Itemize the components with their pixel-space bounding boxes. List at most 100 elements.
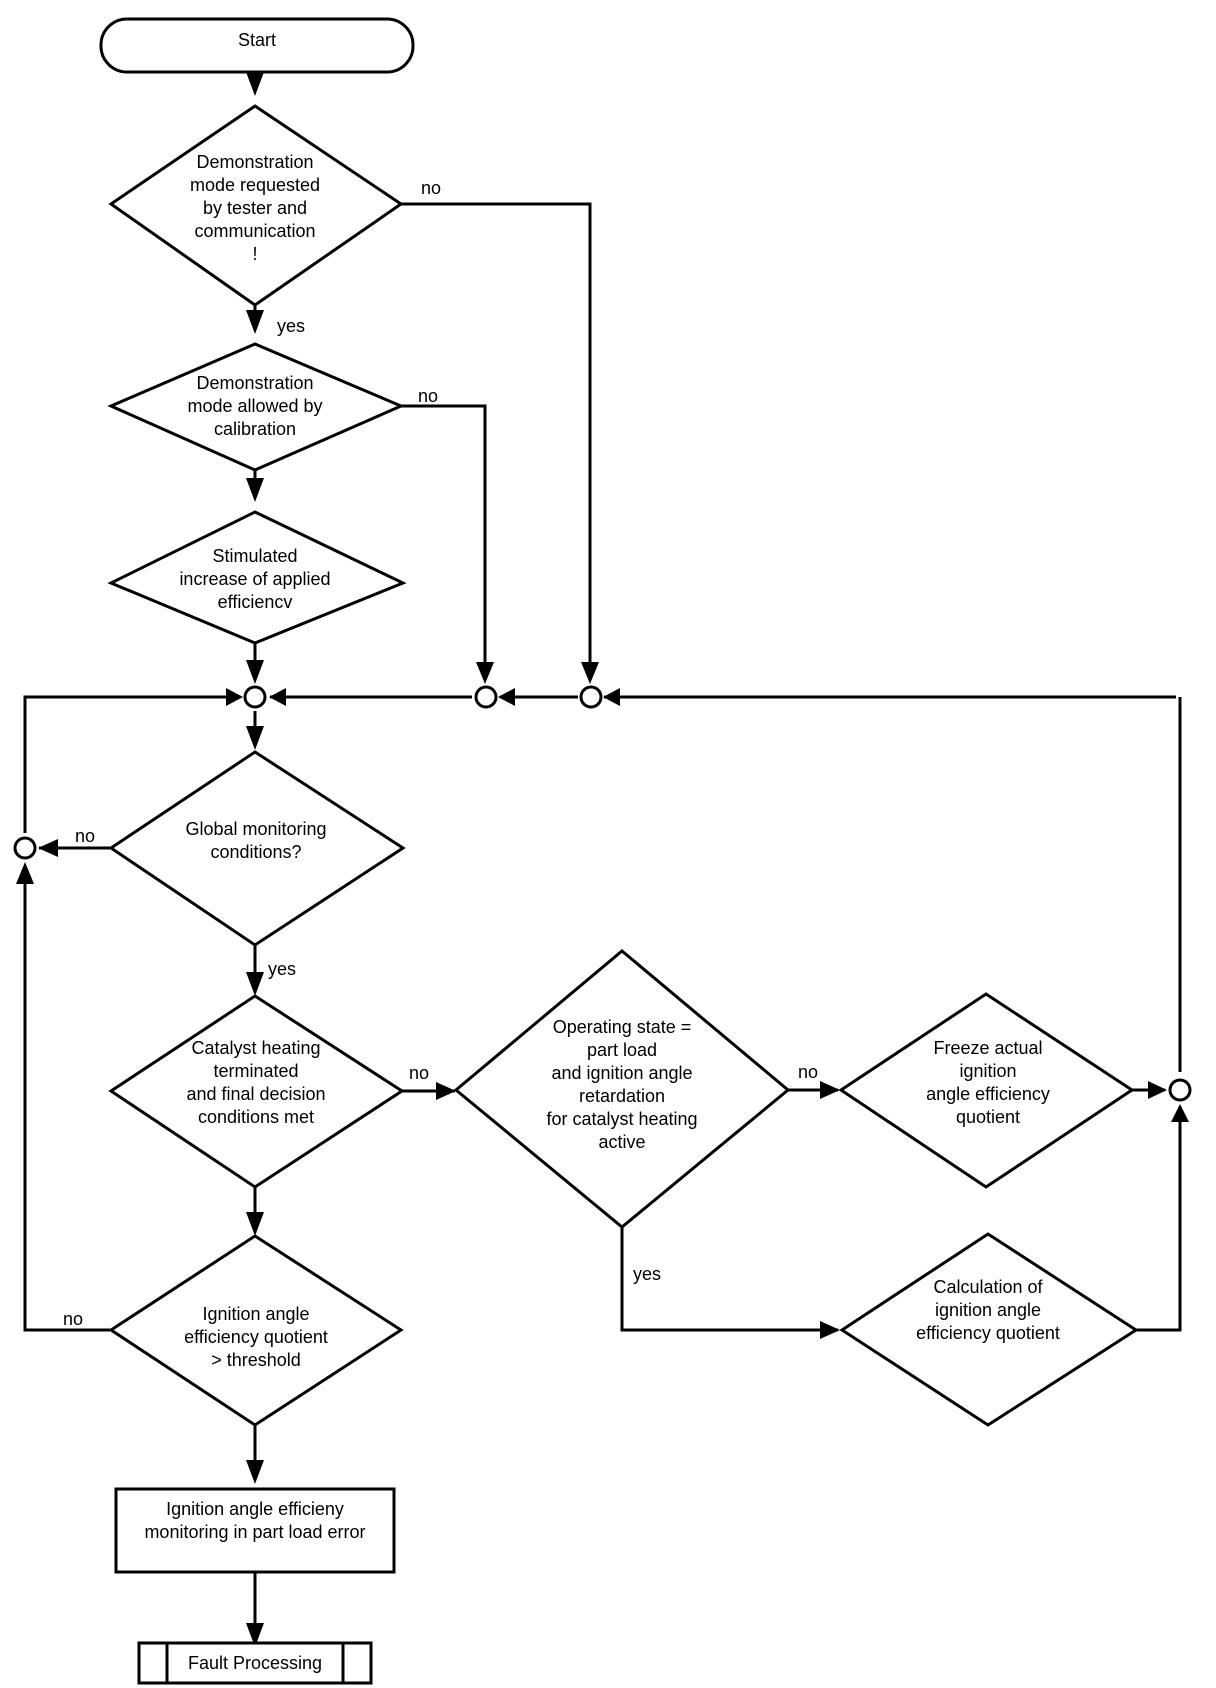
error-process-box bbox=[114, 1487, 396, 1574]
arrowhead bbox=[436, 1082, 456, 1100]
junctions bbox=[13, 685, 1192, 1102]
edge-label-no: no bbox=[75, 826, 95, 846]
edge-label-no: no bbox=[418, 386, 438, 406]
threshold-label: Ignition angle efficiency quotient > thres… bbox=[184, 1304, 328, 1370]
label-line: and final decision bbox=[186, 1084, 325, 1104]
arrowhead bbox=[38, 839, 58, 857]
label-line: angle efficiency bbox=[926, 1084, 1050, 1104]
label-line: retardation bbox=[579, 1086, 665, 1106]
label-line: ignition bbox=[959, 1061, 1016, 1081]
label-line: mode requested bbox=[190, 175, 320, 195]
edge-label-yes: yes bbox=[633, 1264, 661, 1284]
start-terminal bbox=[99, 17, 415, 74]
edge-threshold-no bbox=[23, 870, 110, 1332]
label-line: conditions? bbox=[210, 842, 301, 862]
label-line: mode allowed by bbox=[187, 396, 322, 416]
global-conditions-label: Global monitoring conditions? bbox=[185, 819, 326, 862]
start-label: Start bbox=[238, 30, 276, 50]
connectors bbox=[23, 72, 1182, 1630]
edge-label-no: no bbox=[63, 1309, 83, 1329]
label-line: Calculation of bbox=[933, 1277, 1043, 1297]
calculation-quotient-shape bbox=[839, 1232, 1139, 1427]
arrowhead bbox=[246, 478, 264, 502]
arrowhead bbox=[498, 688, 515, 706]
edge-label-no: no bbox=[421, 178, 441, 198]
global-conditions-decision bbox=[108, 750, 406, 947]
label-line: Global monitoring bbox=[185, 819, 326, 839]
label-line: > threshold bbox=[211, 1350, 301, 1370]
label-line: efficiency quotient bbox=[184, 1327, 328, 1347]
fault-process-label: Fault Processing bbox=[188, 1653, 322, 1673]
arrowhead bbox=[246, 1212, 264, 1236]
label-line: by tester and bbox=[203, 198, 307, 218]
edge-calculation-to-junction bbox=[1136, 1108, 1182, 1332]
freeze-quotient-shape bbox=[838, 992, 1135, 1189]
label-line: Freeze actual bbox=[933, 1038, 1042, 1058]
arrowhead bbox=[820, 1081, 840, 1099]
shapes bbox=[99, 17, 1139, 1685]
arrowhead bbox=[269, 688, 286, 706]
arrowhead bbox=[246, 72, 264, 96]
edge-demo-allowed-no bbox=[400, 404, 487, 675]
junction-merge-main bbox=[243, 685, 267, 709]
arrowhead bbox=[820, 1321, 840, 1339]
label-line: quotient bbox=[956, 1107, 1020, 1127]
edge-label-no: no bbox=[798, 1062, 818, 1082]
arrowhead bbox=[246, 1460, 264, 1484]
threshold-decision bbox=[108, 1234, 404, 1427]
arrowhead bbox=[603, 688, 620, 706]
arrowhead bbox=[246, 1623, 264, 1647]
label-line: ignition angle bbox=[935, 1300, 1041, 1320]
error-process-label: Ignition angle efficieny monitoring in pa… bbox=[144, 1499, 365, 1542]
arrowhead bbox=[476, 662, 494, 684]
edge-operating-yes bbox=[620, 1227, 838, 1332]
edge-demo-requested-no bbox=[400, 202, 592, 675]
demo-allowed-label: Demonstration mode allowed by calibration bbox=[187, 373, 322, 439]
label-line: terminated bbox=[213, 1061, 298, 1081]
edge-label-no: no bbox=[409, 1063, 429, 1083]
arrowhead bbox=[246, 726, 264, 750]
label-line: active bbox=[598, 1132, 645, 1152]
label-line: communication bbox=[194, 221, 315, 241]
label-line: for catalyst heating bbox=[546, 1109, 697, 1129]
fault-predefined-process bbox=[137, 1641, 373, 1685]
arrowhead bbox=[1148, 1081, 1167, 1099]
label-line: Demonstration bbox=[196, 373, 313, 393]
catalyst-heating-decision bbox=[108, 994, 405, 1189]
label-line: Ignition angle efficieny bbox=[166, 1499, 344, 1519]
label-line: Ignition angle bbox=[202, 1304, 309, 1324]
arrowhead bbox=[581, 662, 599, 684]
operating-state-decision bbox=[453, 949, 791, 1229]
arrowhead bbox=[246, 660, 264, 684]
edge-label-yes: yes bbox=[277, 316, 305, 336]
label-line: monitoring in part load error bbox=[144, 1522, 365, 1542]
edge-label-yes: yes bbox=[268, 959, 296, 979]
label-line: Stimulated bbox=[212, 546, 297, 566]
label-line: calibration bbox=[214, 419, 296, 439]
junction-left-loop bbox=[13, 836, 37, 860]
arrowhead bbox=[16, 862, 34, 884]
calculation-quotient-label: Calculation of ignition angle efficiency q… bbox=[916, 1277, 1060, 1343]
label-line: Demonstration bbox=[196, 152, 313, 172]
label-line: Start bbox=[238, 30, 276, 50]
label-line: Fault Processing bbox=[188, 1653, 322, 1673]
label-line: part load bbox=[587, 1040, 657, 1060]
stimulated-decision bbox=[107, 510, 407, 645]
arrowheads bbox=[16, 72, 1189, 1647]
label-line: efficiency quotient bbox=[916, 1323, 1060, 1343]
label-line: and ignition angle bbox=[551, 1063, 692, 1083]
label-line: increase of applied bbox=[179, 569, 330, 589]
demo-allowed-decision bbox=[107, 342, 405, 472]
edge-labels: no yes no no yes no no yes no bbox=[63, 178, 818, 1329]
label-line: ! bbox=[252, 244, 257, 264]
edge-left-loop-up bbox=[23, 695, 240, 833]
arrowhead bbox=[226, 688, 243, 706]
arrowhead bbox=[246, 310, 264, 334]
demo-requested-label: Demonstration mode requested by tester and… bbox=[190, 152, 320, 264]
junction-merge-requested bbox=[579, 685, 603, 709]
arrowhead bbox=[246, 972, 264, 996]
